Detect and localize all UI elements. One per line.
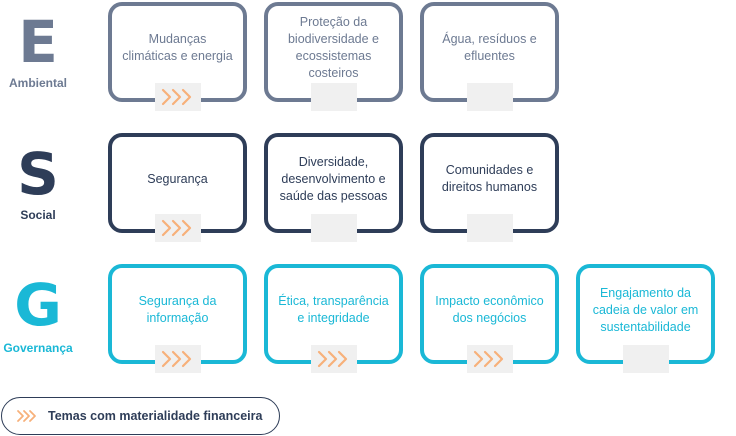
card-tab xyxy=(311,83,357,111)
triple-chevron-icon xyxy=(17,410,36,422)
card-tab xyxy=(467,214,513,242)
row-letter-g: G xyxy=(14,271,62,339)
financial-materiality-badge xyxy=(467,345,513,373)
theme-card-label: Engajamento da cadeia de valor em susten… xyxy=(592,285,699,334)
financial-materiality-badge xyxy=(311,345,357,373)
theme-card-label: Diversidade, desenvolvimento e saúde das… xyxy=(279,154,388,203)
financial-materiality-badge xyxy=(155,83,201,111)
row-label-ambiental: Ambiental xyxy=(8,76,67,90)
theme-card-label: Proteção da biodiversidade e ecossistema… xyxy=(287,15,380,80)
theme-card-label: Água, resíduos e efluentes xyxy=(442,32,537,63)
legend-label: Temas com materialidade financeira xyxy=(48,409,263,423)
row-label-governanca: Governança xyxy=(3,341,73,355)
theme-card-diversidade: Diversidade, desenvolvimento e saúde das… xyxy=(264,133,403,233)
theme-card-label: Ética, transparência e integridade xyxy=(278,294,389,325)
row-letter-e: E xyxy=(18,8,58,76)
card-tab xyxy=(311,214,357,242)
row-letter-s: S xyxy=(17,140,59,208)
theme-card-label: Mudanças climáticas e energia xyxy=(122,32,233,63)
theme-card-engajamento: Engajamento da cadeia de valor em susten… xyxy=(576,264,715,364)
triple-chevron-icon xyxy=(161,219,192,237)
legend: Temas com materialidade financeira xyxy=(1,397,280,435)
theme-card-label: Segurança xyxy=(147,171,208,186)
triple-chevron-icon xyxy=(161,350,192,368)
row-label-social: Social xyxy=(20,208,56,222)
triple-chevron-icon xyxy=(161,88,192,106)
triple-chevron-icon xyxy=(317,350,348,368)
card-tab xyxy=(623,345,669,373)
triple-chevron-icon xyxy=(473,350,504,368)
theme-card-agua-residuos: Água, resíduos e efluentes xyxy=(420,2,559,102)
financial-materiality-badge xyxy=(155,345,201,373)
financial-materiality-badge xyxy=(155,214,201,242)
theme-card-label: Comunidades e direitos humanos xyxy=(441,163,538,194)
theme-card-label: Segurança da informação xyxy=(138,294,217,325)
theme-card-label: Impacto econômico dos negócios xyxy=(435,294,544,325)
card-tab xyxy=(467,83,513,111)
